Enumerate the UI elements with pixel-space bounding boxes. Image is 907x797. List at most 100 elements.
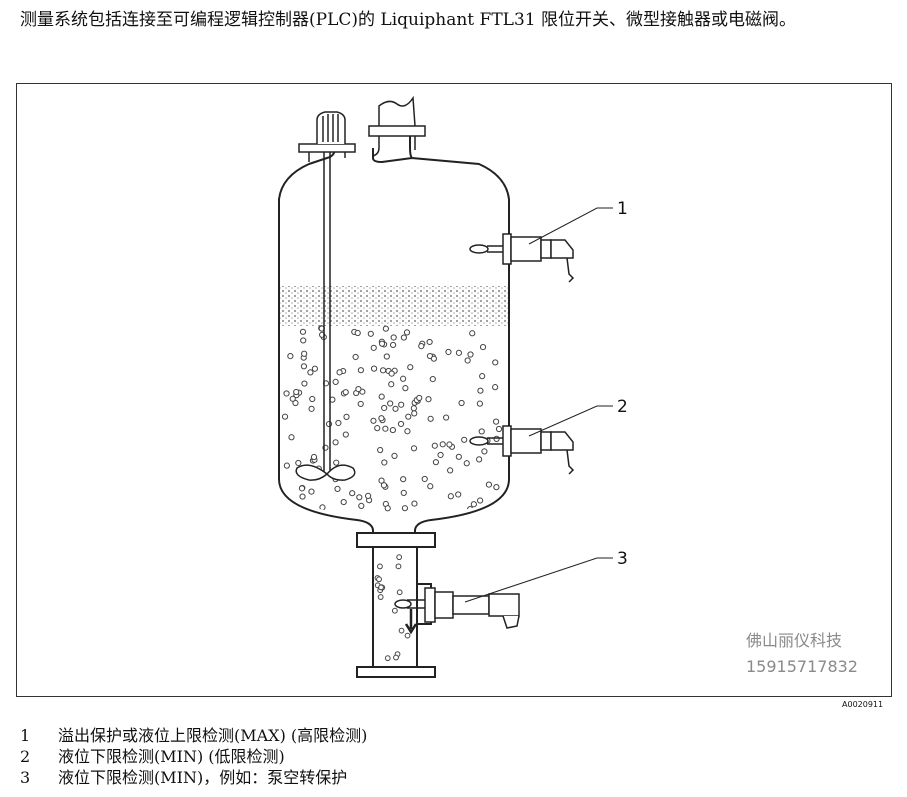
watermark: 佛山丽仪科技 15915717832 — [746, 628, 858, 680]
bubble — [439, 441, 446, 448]
bubble — [299, 328, 307, 335]
bubble — [427, 483, 434, 490]
callout-2: 2 — [617, 397, 628, 417]
bubble — [455, 453, 462, 460]
bubble — [293, 388, 300, 396]
bubble — [404, 428, 411, 435]
bubble — [357, 400, 364, 408]
bubble — [493, 435, 500, 442]
bubble — [458, 399, 465, 407]
figure-id: A0020911 — [842, 700, 884, 709]
agitator-motor — [298, 111, 356, 162]
bubble — [426, 338, 433, 346]
bubble — [299, 493, 306, 500]
leader-lines — [464, 207, 613, 603]
level-switch-3 — [394, 587, 520, 629]
bubble — [308, 488, 315, 495]
bubble — [400, 334, 407, 341]
legend-num: 3 — [20, 768, 31, 787]
pipe-bubbles — [374, 554, 411, 662]
bubble — [357, 367, 365, 374]
bubble — [387, 400, 394, 407]
bubble — [410, 445, 418, 452]
bubble — [411, 410, 418, 417]
bubble — [325, 420, 333, 428]
bubble — [382, 325, 389, 332]
bubble — [476, 456, 483, 463]
legend-item: 2 液位下限检测(MIN) (低限检测) — [20, 746, 367, 767]
bubble — [292, 399, 299, 407]
bubble — [288, 434, 295, 441]
bubble — [283, 390, 290, 397]
bubble — [383, 353, 390, 360]
bubble — [300, 337, 307, 344]
legend-list: 1 溢出保护或液位上限检测(MAX) (高限检测) 2 液位下限检测(MIN) … — [20, 725, 367, 788]
bubble — [463, 460, 470, 467]
bubble — [395, 563, 402, 570]
foam-layer — [279, 286, 509, 326]
bubble — [389, 426, 396, 434]
bubble — [410, 405, 417, 412]
bubble — [388, 370, 395, 377]
bubble — [391, 452, 398, 460]
bubble — [287, 353, 294, 360]
bubble — [467, 505, 474, 513]
bubble — [332, 439, 339, 446]
bubble — [389, 341, 397, 349]
bubble — [447, 467, 454, 474]
bubble — [464, 357, 471, 364]
watermark-company: 佛山丽仪科技 — [746, 631, 843, 650]
bubble — [367, 330, 374, 337]
bubble — [382, 425, 389, 432]
bubble — [418, 342, 425, 350]
bubble — [398, 401, 405, 408]
bubble — [425, 396, 432, 403]
bubble — [479, 373, 486, 380]
bubble — [481, 448, 488, 455]
bubble — [333, 459, 340, 466]
bubble — [396, 554, 403, 561]
bubble — [308, 405, 315, 412]
legend-text: 溢出保护或液位上限检测(MAX) (高限检测) — [58, 726, 368, 745]
bubble — [477, 497, 484, 504]
bubble — [495, 425, 503, 433]
bubble — [467, 351, 474, 358]
bubble — [378, 340, 386, 347]
bubble — [378, 584, 384, 591]
bubble — [342, 431, 349, 438]
bubble — [381, 459, 388, 466]
bubble — [432, 459, 439, 466]
bubble — [396, 589, 403, 596]
bubble — [377, 446, 384, 454]
bubble — [407, 364, 414, 371]
bubble — [397, 420, 405, 428]
legend-item: 1 溢出保护或液位上限检测(MAX) (高限检测) — [20, 725, 367, 746]
bubble — [411, 500, 418, 507]
figure-frame: 1 2 3 — [16, 83, 892, 697]
bubble — [404, 632, 411, 639]
bubble — [416, 394, 423, 402]
legend-num: 2 — [20, 747, 31, 766]
bubble — [342, 389, 349, 396]
bubble — [365, 492, 372, 499]
watermark-phone: 15915717832 — [746, 657, 858, 676]
bubble — [378, 415, 385, 422]
bubble — [431, 442, 438, 449]
bubble — [340, 498, 347, 506]
bubble — [301, 350, 308, 357]
bubble — [349, 490, 356, 497]
bubble — [479, 343, 487, 351]
bubble — [405, 413, 412, 420]
agitator-shaft — [295, 152, 356, 481]
bubble — [446, 441, 453, 448]
bubble — [478, 428, 485, 435]
bubble — [356, 494, 363, 501]
bubble — [430, 355, 438, 362]
bubble — [400, 476, 407, 483]
bubble — [400, 375, 407, 382]
bubble — [352, 353, 359, 361]
bubble — [390, 334, 397, 341]
bubble — [421, 475, 428, 483]
bubble — [370, 417, 377, 424]
legend-text: 液位下限检测(MIN)，例如：泵空转保护 — [58, 768, 348, 787]
